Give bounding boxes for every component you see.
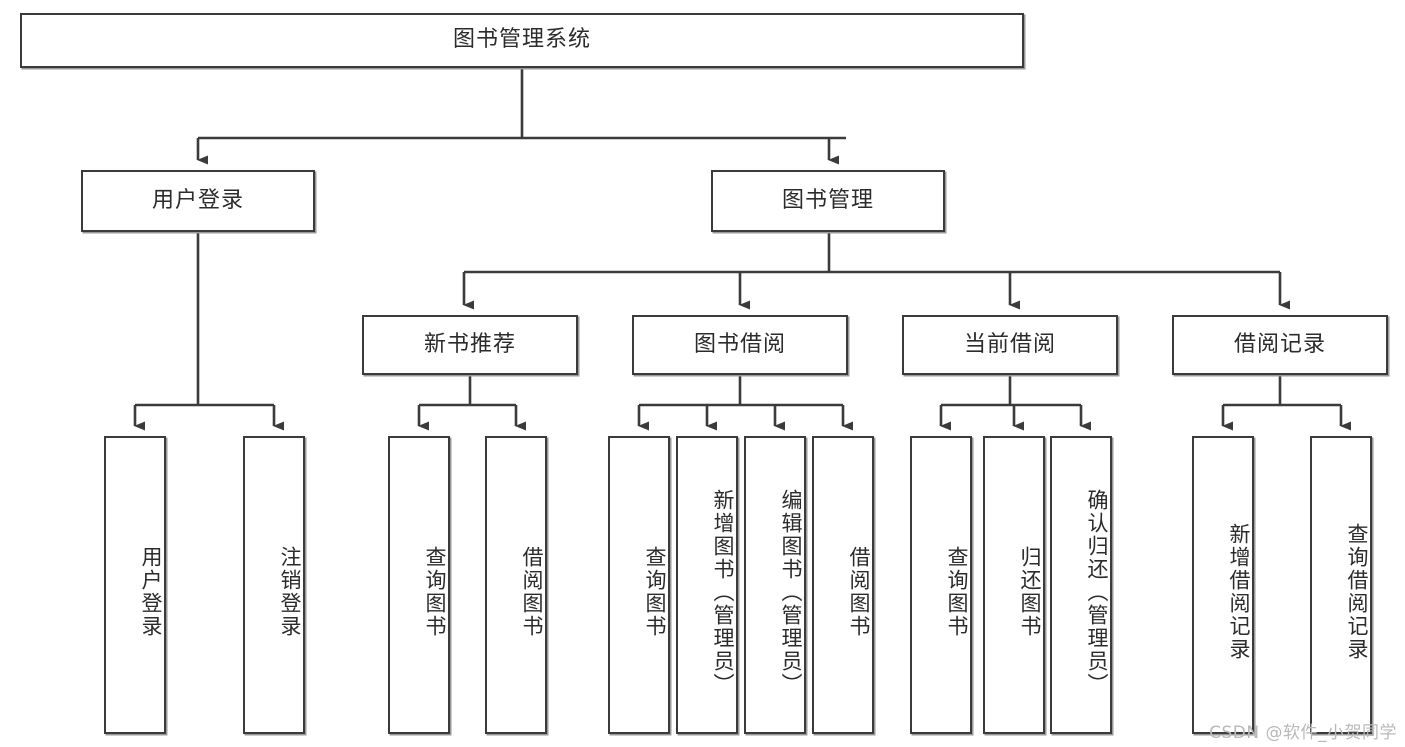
connectors-root	[196, 68, 846, 165]
node-leaf-query-book-2-label: 查询图书	[643, 546, 667, 638]
node-leaf-confirm-return[interactable]: 确认归还（管理员）	[1050, 436, 1112, 734]
node-current-borrow-label: 当前借阅	[963, 331, 1056, 357]
node-book-borrow-label: 图书借阅	[693, 331, 786, 357]
node-leaf-query-book-3-label: 查询图书	[945, 546, 969, 638]
node-leaf-logout-label: 注销登录	[278, 546, 302, 638]
node-leaf-add-record[interactable]: 新增借阅记录	[1192, 436, 1254, 734]
node-leaf-user-login[interactable]: 用户登录	[104, 436, 166, 734]
node-borrow-record[interactable]: 借阅记录	[1172, 315, 1388, 375]
node-leaf-edit-book[interactable]: 编辑图书（管理员）	[744, 436, 806, 734]
node-current-borrow[interactable]: 当前借阅	[902, 315, 1118, 375]
node-user-login-label: 用户登录	[151, 187, 244, 213]
node-leaf-borrow-book-1-label: 借阅图书	[520, 546, 544, 638]
node-leaf-borrow-book-1[interactable]: 借阅图书	[485, 436, 547, 734]
connectors-current-borrow	[939, 375, 1091, 431]
node-user-login[interactable]: 用户登录	[81, 170, 315, 232]
node-leaf-query-record[interactable]: 查询借阅记录	[1310, 436, 1372, 734]
node-new-book-recommend-label: 新书推荐	[423, 331, 516, 357]
node-leaf-user-login-label: 用户登录	[139, 546, 163, 638]
node-leaf-query-book-1-label: 查询图书	[423, 546, 447, 638]
node-leaf-add-book[interactable]: 新增图书（管理员）	[676, 436, 738, 734]
connectors-book-borrow	[637, 375, 853, 431]
node-leaf-add-book-label: 新增图书（管理员）	[711, 488, 735, 696]
connectors-book-management	[462, 232, 1290, 310]
node-new-book-recommend[interactable]: 新书推荐	[362, 315, 578, 375]
node-leaf-query-record-label: 查询借阅记录	[1345, 523, 1369, 661]
node-leaf-borrow-book-2-label: 借阅图书	[847, 546, 871, 638]
node-root-label: 图书管理系统	[452, 27, 591, 53]
node-leaf-logout[interactable]: 注销登录	[243, 436, 305, 734]
node-root[interactable]: 图书管理系统	[20, 13, 1024, 68]
node-leaf-query-book-2[interactable]: 查询图书	[608, 436, 670, 734]
node-leaf-query-book-3[interactable]: 查询图书	[910, 436, 972, 734]
node-book-management[interactable]: 图书管理	[711, 170, 945, 232]
node-leaf-borrow-book-2[interactable]: 借阅图书	[812, 436, 874, 734]
node-leaf-edit-book-label: 编辑图书（管理员）	[779, 488, 803, 696]
node-borrow-record-label: 借阅记录	[1233, 331, 1326, 357]
connectors-user-login	[133, 232, 284, 431]
node-leaf-add-record-label: 新增借阅记录	[1227, 523, 1251, 661]
connectors-new-book-recommend	[417, 375, 526, 431]
node-leaf-return-book-label: 归还图书	[1018, 546, 1042, 638]
node-book-management-label: 图书管理	[781, 187, 874, 213]
node-leaf-confirm-return-label: 确认归还（管理员）	[1085, 488, 1109, 696]
node-book-borrow[interactable]: 图书借阅	[632, 315, 848, 375]
node-leaf-return-book[interactable]: 归还图书	[983, 436, 1045, 734]
node-leaf-query-book-1[interactable]: 查询图书	[388, 436, 450, 734]
connectors-borrow-record	[1221, 375, 1351, 431]
